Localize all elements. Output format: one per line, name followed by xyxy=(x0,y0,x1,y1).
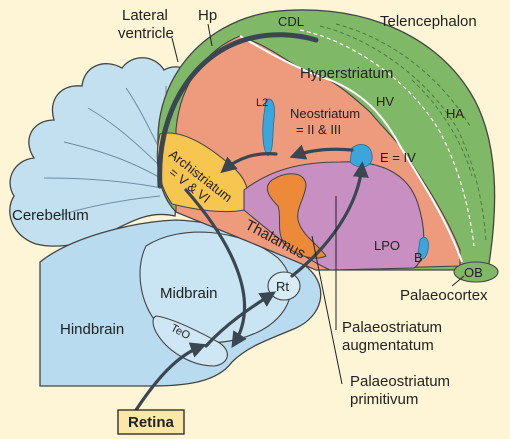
label-ob: OB xyxy=(464,265,483,280)
label-palaeocortex: Palaeocortex xyxy=(400,287,488,304)
label-lpo: LPO xyxy=(374,238,400,253)
label-ventricle: ventricle xyxy=(118,25,174,42)
label-cdl: CDL xyxy=(278,14,304,29)
label-hv: HV xyxy=(376,94,394,109)
label-retina: Retina xyxy=(128,414,175,431)
retina-box: Retina xyxy=(118,410,184,434)
label-hp: Hp xyxy=(198,7,217,24)
label-augmentatum: augmentatum xyxy=(342,337,434,354)
label-ha: HA xyxy=(446,106,464,121)
label-hindbrain: Hindbrain xyxy=(60,321,124,338)
label-midbrain: Midbrain xyxy=(160,285,218,302)
label-hyperstriatum: Hyperstriatum xyxy=(300,65,393,82)
label-b: B xyxy=(414,250,423,265)
label-rt: Rt xyxy=(276,279,289,294)
label-neostriatum: Neostriatum xyxy=(290,106,360,121)
label-palaeostriatum-augmentatum: Palaeostriatum xyxy=(342,319,442,336)
label-telencephalon: Telencephalon xyxy=(380,13,477,30)
label-l2: L2 xyxy=(256,97,268,109)
label-e-iv: E = IV xyxy=(380,150,416,165)
label-palaeostriatum-primitivum: Palaeostriatum xyxy=(350,373,450,390)
label-primitivum: primitivum xyxy=(350,391,418,408)
label-neostriatum-eq: = II & III xyxy=(296,122,341,137)
label-lateral: Lateral xyxy=(122,7,168,24)
ventricle-e xyxy=(350,144,372,167)
label-cerebellum: Cerebellum xyxy=(12,207,89,224)
